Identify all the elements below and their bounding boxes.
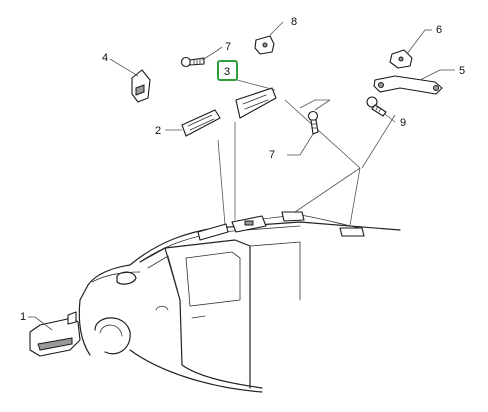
leader-lines xyxy=(217,99,396,229)
part-7-screw-upper xyxy=(180,46,223,68)
part-2-lens xyxy=(165,109,221,137)
callout-2: 2 xyxy=(155,125,161,137)
part-6-clip-nut xyxy=(389,29,432,69)
part-7-screw-lower xyxy=(287,110,319,156)
callout-3: 3 xyxy=(224,66,230,78)
part-1-bracket xyxy=(28,311,81,357)
callout-4: 4 xyxy=(102,52,108,64)
callout-8: 8 xyxy=(291,16,297,28)
callout-labels: 1 2 3 4 5 6 7 7 8 9 xyxy=(20,16,465,323)
callout-5: 5 xyxy=(459,65,465,77)
callout-7-lower: 7 xyxy=(269,149,275,161)
part-3-lamp-housing xyxy=(235,79,277,119)
callout-7-upper: 7 xyxy=(225,41,231,53)
callout-1: 1 xyxy=(20,311,26,323)
part-4-clip xyxy=(109,58,151,103)
callout-6: 6 xyxy=(436,24,442,36)
car-outline xyxy=(78,221,401,393)
callout-9: 9 xyxy=(400,117,406,129)
part-8-clip xyxy=(254,21,284,55)
part-9-screw xyxy=(366,96,396,123)
callout-3-highlight xyxy=(217,60,238,81)
roof-lamp-assembly xyxy=(197,211,365,241)
part-5-handle xyxy=(373,69,455,95)
